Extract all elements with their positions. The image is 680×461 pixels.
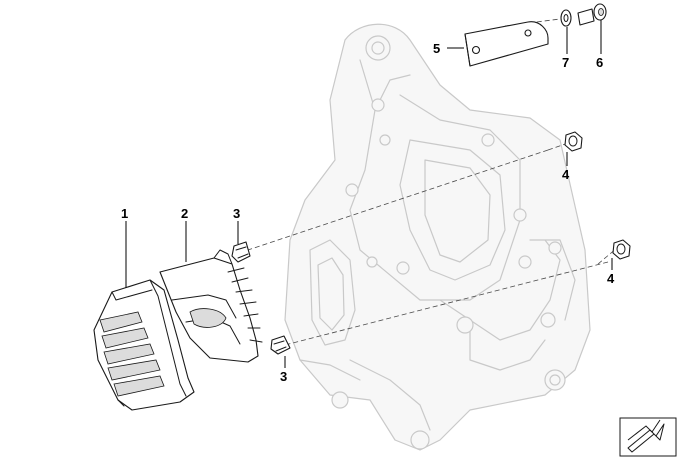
- part-2-inner-panel: [159, 249, 263, 363]
- callout-4-upper: 4: [562, 167, 570, 182]
- arrow-symbol-icon: [619, 417, 677, 457]
- callout-6: 6: [596, 55, 603, 70]
- frame-ghost: [284, 23, 591, 451]
- callout-2: 2: [181, 206, 188, 221]
- part-3-clip-upper: [231, 241, 251, 263]
- part-5-cover-plate: [464, 21, 549, 67]
- callout-5: 5: [433, 41, 440, 56]
- callout-numbers: 1 2 3 3 4 4 5 7 6: [121, 41, 615, 384]
- part-4-nut-lower: [612, 239, 631, 260]
- part-3-clip-lower: [270, 335, 291, 355]
- leader-lines: [125, 20, 613, 368]
- part-1-outer-grille: [93, 279, 195, 411]
- callout-7: 7: [562, 55, 569, 70]
- part-7-washer: [560, 9, 572, 27]
- part-4-nut-upper: [564, 131, 583, 152]
- part-6-screw: [577, 3, 607, 26]
- callout-1: 1: [121, 206, 128, 221]
- callout-4-lower: 4: [607, 271, 615, 286]
- callout-3-upper: 3: [233, 206, 240, 221]
- callout-3-lower: 3: [280, 369, 287, 384]
